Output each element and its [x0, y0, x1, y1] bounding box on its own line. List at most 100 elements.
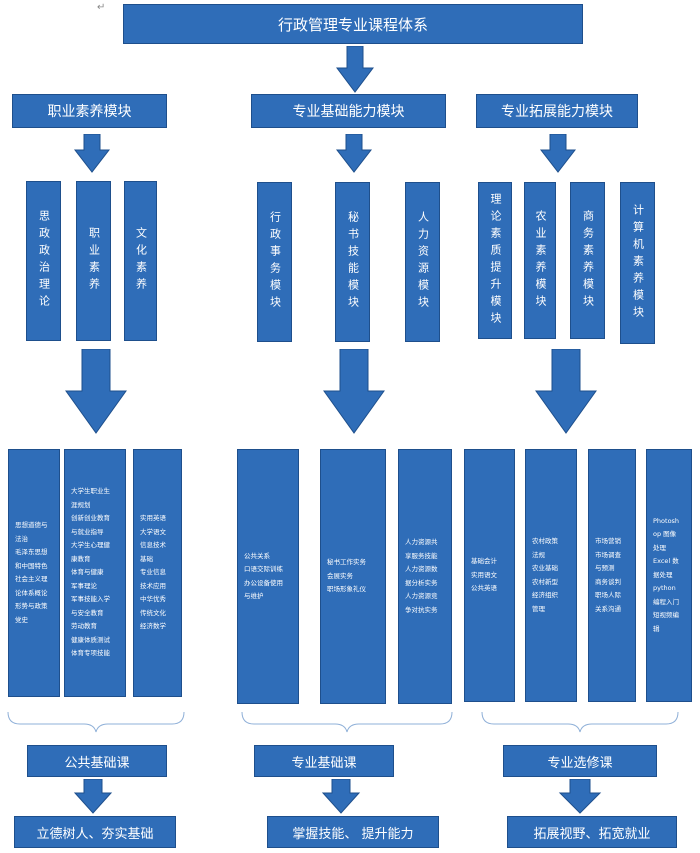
category-box: 专业选修课	[503, 745, 657, 777]
category-box: 专业基础课	[254, 745, 394, 777]
course-line: 思想道德与	[15, 521, 48, 529]
course-line: 职场人际	[595, 591, 621, 599]
course-line: 军事技能入学	[71, 595, 110, 604]
brace-icon	[7, 711, 185, 733]
course-line: 农村政策	[532, 537, 558, 545]
course-line: 体育专项技能	[71, 649, 110, 658]
course-list-box: 农村政策法规农业基础农村新型经济组织管理	[525, 449, 577, 702]
course-line: 会展实务	[327, 571, 353, 580]
module-header: 职业素养模块	[12, 94, 167, 128]
course-line: 创新创业教育	[71, 514, 110, 523]
course-line: 管理	[532, 604, 545, 613]
course-line: 康教育	[71, 554, 91, 563]
course-list-box: 市场营销市场调查与预测商务谈判职场人际关系沟通	[588, 449, 636, 702]
course-line: 与安全教育	[71, 608, 104, 617]
course-line: 据处理	[653, 570, 673, 579]
course-line: 商务谈判	[595, 577, 621, 586]
course-line: 人力资源数	[405, 565, 438, 573]
course-line: 党史	[15, 615, 28, 624]
course-line: 与就业指导	[71, 527, 104, 536]
course-line: 和中国特色	[15, 561, 48, 570]
course-line: 人力资源竞	[405, 592, 438, 600]
arrow-down-icon	[535, 349, 597, 434]
submodule-box: 秘书技能模块	[335, 182, 370, 342]
arrow-down-icon	[539, 134, 577, 173]
course-list-box: 人力资源共享服务技能人力资源数据分析实务人力资源竞争对抗实务	[398, 449, 452, 704]
submodule-box: 计算机素养模块	[620, 182, 655, 344]
course-line: 职场形象礼仪	[327, 585, 366, 594]
course-line: Excel 数	[653, 557, 679, 566]
course-list-box: 公共关系口语交际训练办公设备使用与维护	[237, 449, 299, 704]
course-line: 短视频编	[653, 611, 679, 620]
course-line: 据分析实务	[405, 578, 438, 587]
submodule-box: 思政政治理论	[26, 181, 61, 341]
course-list-box: Photosh op 图像处理 Excel 数据处理 python 编程入门短视频编辑	[646, 449, 692, 702]
course-line: 农业基础	[532, 564, 558, 572]
submodule-box: 商务素养模块	[570, 182, 605, 339]
course-line: 关系沟通	[595, 604, 621, 613]
course-list-box: 实用英语大学语文信息技术基础专业信息技术应用中华优秀传统文化经济数学	[133, 449, 182, 697]
course-line: 秘书工作实务	[327, 558, 366, 567]
course-line: 经济数学	[140, 622, 166, 631]
course-line: 大学生心理健	[71, 541, 110, 550]
module-header: 专业基础能力模块	[251, 94, 446, 128]
course-line: 处理	[653, 543, 666, 552]
course-list-box: 思想道德与法治毛泽东思想和中国特色社会主义理论体系概论形势与政策党史	[8, 449, 60, 697]
course-line: 人力资源共	[405, 538, 438, 546]
course-line: 传统文化	[140, 608, 166, 617]
course-line: 社会主义理	[15, 575, 48, 583]
course-line: 法治	[15, 534, 28, 543]
arrow-down-icon	[73, 779, 113, 814]
course-line: 辑	[653, 624, 660, 633]
course-line: 享服务技能	[405, 551, 438, 560]
course-line: 技术应用	[140, 581, 166, 590]
course-line: 法规	[532, 550, 545, 559]
brace-icon	[241, 711, 453, 733]
course-list-box: 基础会计实用语文公共英语	[464, 449, 515, 702]
arrow-down-icon	[321, 779, 361, 814]
course-line: 论体系概论	[15, 588, 48, 597]
course-line: 劳动教育	[71, 622, 97, 631]
submodule-box: 文化素养	[124, 181, 157, 341]
course-line: 基础	[140, 554, 153, 563]
course-line: Photosh	[653, 516, 680, 525]
course-line: 专业信息	[140, 568, 166, 577]
course-list-box: 大学生职业生涯规划创新创业教育与就业指导大学生心理健康教育体育与健康军事理论军事…	[64, 449, 126, 697]
course-line: op 图像	[653, 530, 677, 539]
course-line: 公共关系	[244, 551, 270, 560]
course-line: 与维护	[244, 592, 264, 600]
submodule-box: 人力资源模块	[405, 182, 440, 342]
submodule-box: 理论素质提升模块	[478, 182, 512, 339]
goal-box: 立德树人、夯实基础	[14, 816, 176, 848]
arrow-down-icon	[73, 134, 111, 173]
arrow-down-icon	[558, 779, 602, 814]
paragraph-mark: ↵	[97, 2, 106, 13]
course-line: 编程入门	[653, 597, 679, 606]
course-list-box: 秘书工作实务会展实务职场形象礼仪	[320, 449, 386, 704]
course-line: 与预测	[595, 564, 615, 572]
course-line: 中华优秀	[140, 595, 166, 604]
arrow-down-icon	[335, 134, 373, 173]
arrow-down-icon	[65, 349, 127, 434]
submodule-box: 职业素养	[76, 181, 111, 341]
course-line: 公共英语	[471, 584, 497, 593]
diagram-title: 行政管理专业课程体系	[123, 4, 583, 44]
course-line: 农村新型	[532, 577, 558, 586]
course-line: 争对抗实务	[405, 605, 438, 614]
course-line: 市场调查	[595, 550, 621, 559]
course-line: python	[653, 584, 676, 593]
goal-box: 拓展视野、拓宽就业	[507, 816, 677, 848]
course-line: 基础会计	[471, 557, 497, 566]
course-line: 口语交际训练	[244, 565, 283, 573]
course-line: 市场营销	[595, 537, 621, 545]
course-line: 实用语文	[471, 570, 497, 579]
brace-icon	[481, 711, 679, 733]
arrow-down-icon	[323, 349, 385, 434]
course-line: 军事理论	[71, 581, 97, 590]
course-line: 大学生职业生	[71, 487, 110, 496]
submodule-box: 农业素养模块	[524, 182, 556, 339]
course-line: 信息技术	[140, 541, 166, 550]
course-line: 大学语文	[140, 527, 166, 536]
course-line: 毛泽东思想	[15, 548, 48, 556]
course-line: 体育与健康	[71, 568, 104, 577]
